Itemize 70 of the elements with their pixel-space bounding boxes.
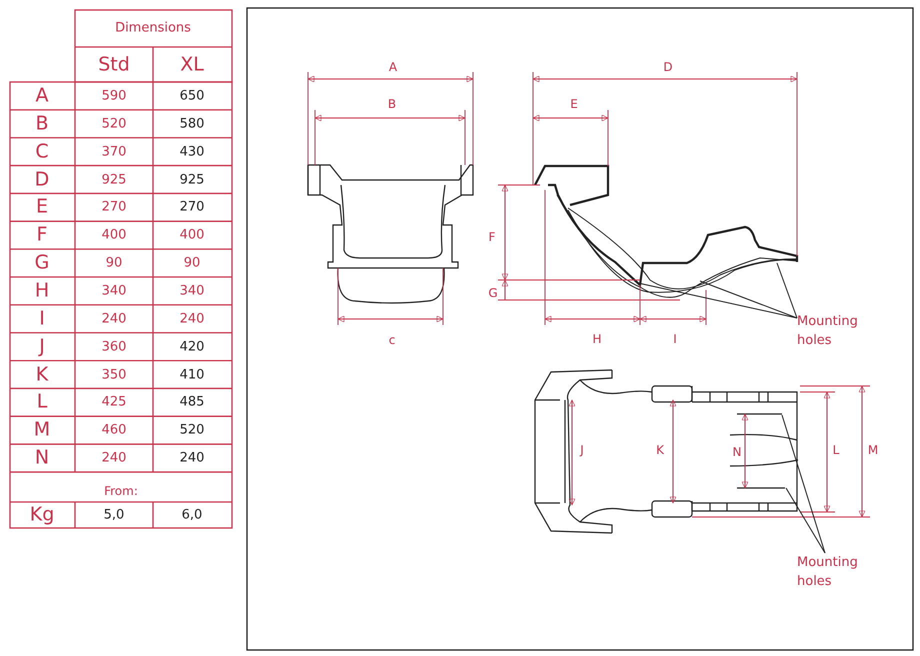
table-cell: 240 [102, 312, 126, 326]
column-header: XL [180, 56, 204, 74]
row-header: L [36, 392, 48, 412]
table-cell: 430 [180, 145, 204, 158]
row-header: N [34, 448, 50, 468]
dimension-letter: L [832, 444, 840, 456]
dimension-letter: K [656, 444, 664, 456]
row-header: K [36, 365, 48, 384]
row-header: A [36, 86, 48, 106]
dimension-letter: A [388, 61, 398, 73]
row-header: Kg [30, 506, 54, 524]
table-cell: 425 [102, 396, 126, 409]
dimension-letter: H [592, 333, 602, 345]
table-cell: 590 [102, 89, 126, 102]
row-header: M [34, 420, 50, 440]
row-header: C [35, 142, 49, 162]
row-header: E [36, 198, 48, 217]
leader-line [776, 262, 798, 318]
leader-line [782, 414, 826, 554]
table-cell: 460 [102, 424, 126, 437]
dimension-letter: D [663, 61, 673, 73]
table-cell: 420 [180, 340, 204, 354]
row-header: H [34, 281, 50, 300]
table-cell: 400 [102, 228, 126, 242]
table-cell: 400 [180, 228, 204, 242]
table-cell: 650 [180, 89, 204, 102]
table-cell: 520 [102, 117, 126, 130]
table-cell: 580 [180, 117, 204, 130]
row-header: F [36, 226, 48, 245]
dimension-letter: E [570, 98, 578, 110]
row-header: J [39, 337, 45, 356]
table-cell: 240 [102, 452, 126, 465]
table-cell: 90 [184, 256, 200, 270]
table-cell: 340 [102, 284, 126, 298]
leader-line [638, 282, 798, 318]
row-header: D [34, 170, 50, 189]
table-cell: 350 [102, 368, 126, 382]
callout-text: Mounting holes [797, 553, 867, 591]
dimension-letter: N [732, 446, 742, 458]
row-header: G [34, 254, 50, 273]
table-cell: 925 [180, 173, 204, 186]
table-cell: 520 [180, 424, 204, 437]
table-cell: 5,0 [104, 508, 124, 522]
column-header: Std [98, 56, 130, 74]
table-note: From: [104, 485, 138, 497]
dimension-letter: M [868, 444, 878, 456]
dimension-letter: c [388, 334, 396, 346]
table-header: Dimensions [115, 22, 191, 34]
table-cell: 925 [102, 173, 126, 186]
table-cell: 360 [102, 340, 126, 354]
leader-line [786, 488, 826, 554]
dimension-letter: G [488, 287, 498, 299]
table-cell: 370 [102, 145, 126, 158]
table-cell: 240 [180, 452, 204, 465]
dimension-letter: B [388, 98, 396, 110]
dimension-letter: I [673, 333, 677, 345]
row-header: I [39, 309, 45, 328]
table-cell: 340 [180, 284, 204, 298]
table-cell: 240 [180, 312, 204, 326]
table-cell: 270 [102, 200, 126, 214]
table-cell: 485 [180, 396, 204, 409]
table-cell: 90 [106, 256, 122, 270]
leader-line [700, 280, 798, 318]
dimension-letter: F [488, 231, 496, 243]
dimension-letter: J [580, 444, 584, 456]
table-cell: 410 [180, 368, 204, 382]
table-cell: 6,0 [182, 508, 202, 522]
row-header: B [35, 114, 49, 134]
callout-text: Mounting holes [797, 312, 867, 350]
table-cell: 270 [180, 200, 204, 214]
